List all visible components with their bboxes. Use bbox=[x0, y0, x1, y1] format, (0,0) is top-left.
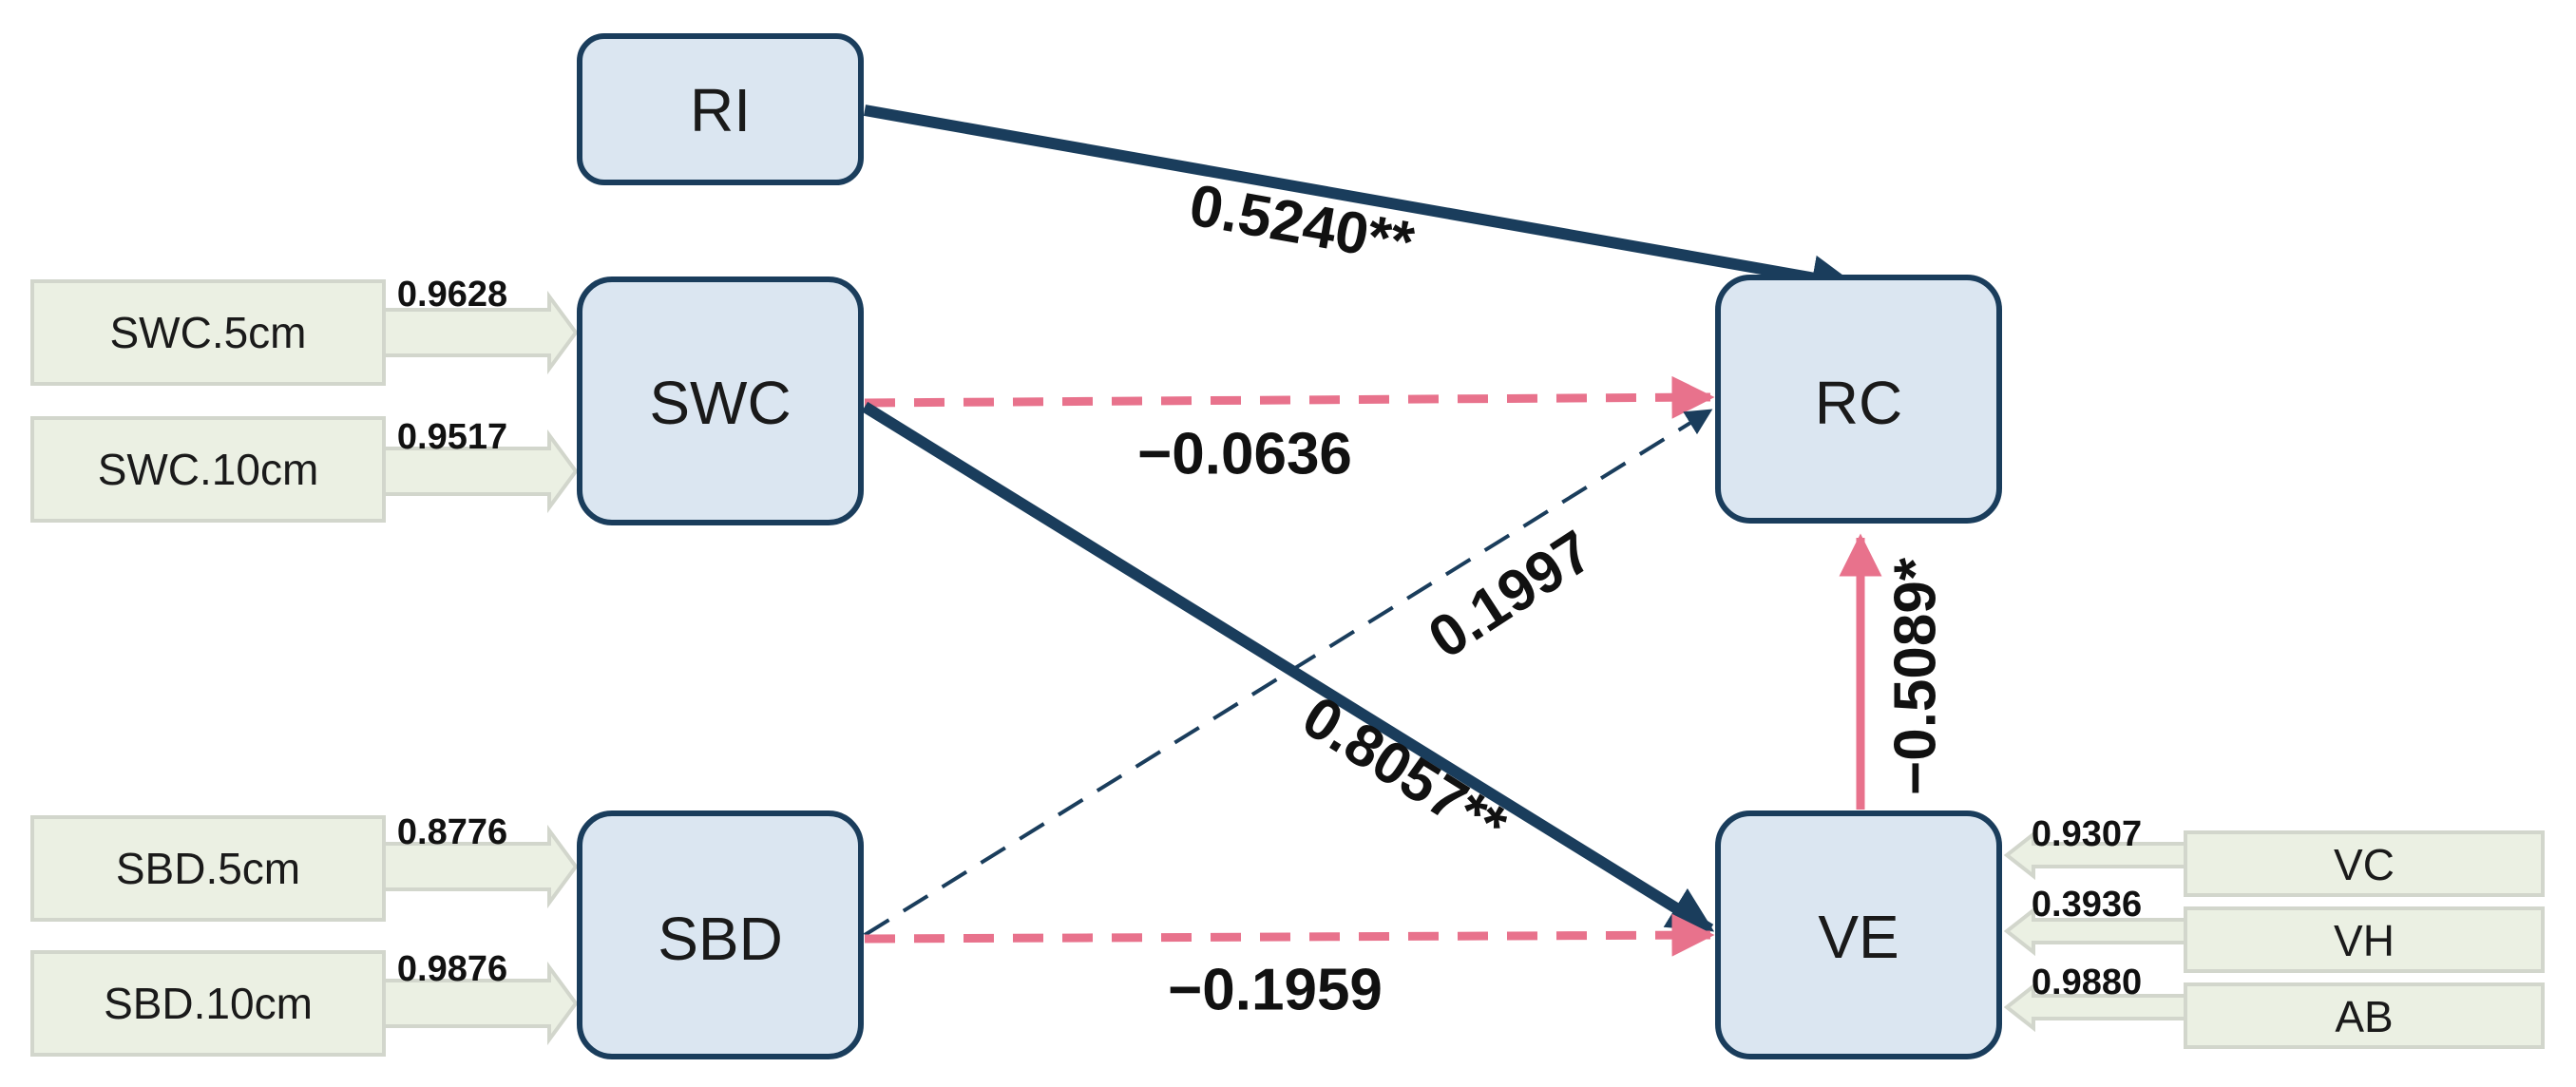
node-ri: RI bbox=[577, 33, 864, 185]
indicator-swc10-label: SWC.10cm bbox=[98, 445, 319, 494]
indicator-sbd5: SBD.5cm bbox=[30, 815, 579, 922]
node-swc-label: SWC bbox=[649, 369, 791, 437]
path-sbd-ve bbox=[864, 913, 1715, 957]
indicator-swc5-arrow-icon bbox=[382, 290, 579, 375]
path-ri-rc bbox=[863, 105, 1858, 301]
loading-swc10: 0.9517 bbox=[397, 417, 507, 457]
indicator-vh-label: VH bbox=[2334, 916, 2395, 965]
indicator-vh: VH bbox=[2003, 906, 2545, 973]
indicator-vc-label: VC bbox=[2334, 840, 2395, 889]
indicator-vc-arrow-icon bbox=[2003, 830, 2187, 881]
coef-sbd-ve: −0.1959 bbox=[1168, 958, 1383, 1023]
loading-ab: 0.9880 bbox=[2032, 963, 2142, 1002]
loading-sbd5: 0.8776 bbox=[397, 812, 507, 852]
indicator-swc10-arrow-icon bbox=[382, 429, 579, 514]
indicator-ab-arrow-icon bbox=[2003, 982, 2187, 1033]
coef-swc-rc: −0.0636 bbox=[1137, 422, 1352, 487]
indicator-sbd5-label: SBD.5cm bbox=[116, 844, 300, 893]
indicator-ab-label: AB bbox=[2335, 992, 2393, 1041]
indicator-swc5: SWC.5cm bbox=[30, 279, 579, 386]
node-rc: RC bbox=[1715, 275, 2002, 524]
indicator-swc5-label: SWC.5cm bbox=[110, 308, 307, 357]
indicator-sbd10-arrow-icon bbox=[382, 961, 579, 1046]
node-sbd-label: SBD bbox=[658, 905, 783, 973]
coef-swc-ve: 0.8057** bbox=[1291, 684, 1518, 860]
node-swc: SWC bbox=[577, 277, 864, 525]
node-ve: VE bbox=[1715, 810, 2002, 1059]
node-rc-label: RC bbox=[1815, 369, 1902, 437]
path-swc-rc bbox=[864, 375, 1715, 419]
path-swc-ve bbox=[861, 401, 1715, 935]
loading-vc: 0.9307 bbox=[2032, 814, 2142, 854]
indicator-sbd10: SBD.10cm bbox=[30, 950, 579, 1057]
path-sbd-rc bbox=[863, 409, 1713, 937]
indicator-ab: AB bbox=[2003, 982, 2545, 1049]
indicator-vc: VC bbox=[2003, 830, 2545, 897]
node-sbd: SBD bbox=[577, 810, 864, 1059]
indicator-sbd10-label: SBD.10cm bbox=[104, 979, 313, 1028]
coef-sbd-rc: 0.1997 bbox=[1418, 518, 1605, 671]
node-ve-label: VE bbox=[1818, 903, 1899, 971]
node-ri-label: RI bbox=[690, 76, 751, 144]
loading-swc5: 0.9628 bbox=[397, 275, 507, 315]
loading-vh: 0.3936 bbox=[2032, 885, 2142, 925]
indicator-swc10: SWC.10cm bbox=[30, 416, 579, 523]
loading-sbd10: 0.9876 bbox=[397, 949, 507, 989]
indicator-vh-arrow-icon bbox=[2003, 906, 2187, 957]
indicator-sbd5-arrow-icon bbox=[382, 824, 579, 909]
coef-ve-rc: −0.5089* bbox=[1883, 557, 1949, 795]
